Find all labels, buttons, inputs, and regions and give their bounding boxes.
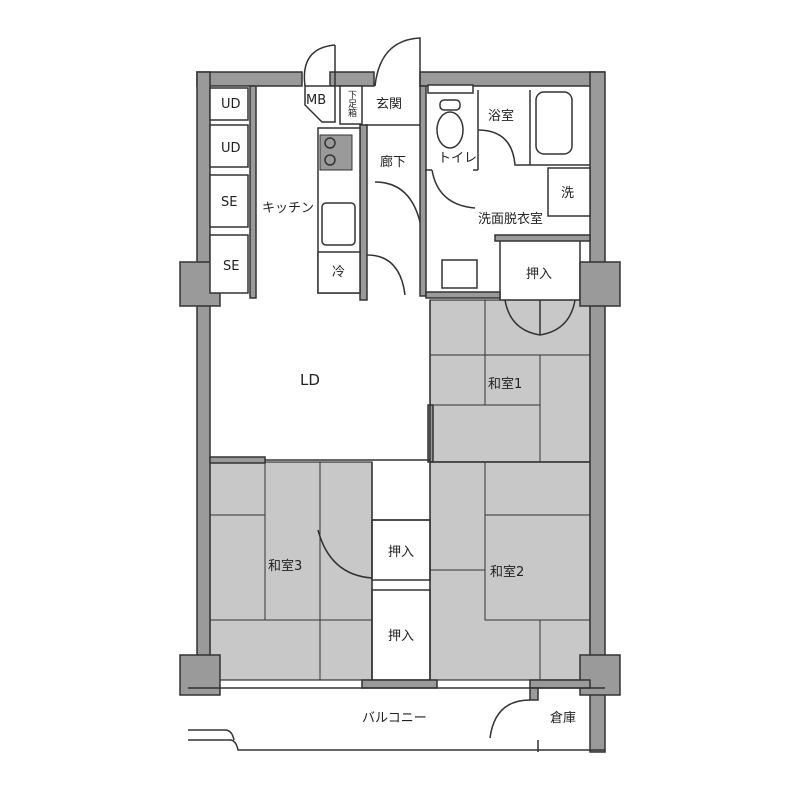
toilet-door (431, 169, 476, 209)
ud-2-box (209, 124, 249, 168)
storage-door (489, 699, 539, 752)
bath-label: 浴室 (488, 108, 514, 124)
hallway-label: 廊下 (380, 154, 406, 170)
washer-label: 洗 (561, 186, 574, 201)
ud-1-label: UD (221, 97, 241, 112)
bathtub (535, 91, 573, 155)
burner-icon (324, 137, 336, 149)
burner-icon (324, 154, 336, 166)
closet-1-label: 押入 (526, 267, 552, 282)
washitsu-3-door (317, 529, 373, 579)
washitsu-3-floor (209, 461, 373, 681)
closet-3-label: 押入 (388, 629, 414, 644)
fridge-box (317, 251, 361, 294)
toilet-tank (439, 99, 461, 111)
bath-door (477, 90, 590, 166)
kitchen-label: キッチン (262, 201, 314, 216)
washroom-label: 洗面脱衣室 (478, 211, 543, 227)
storage-label: 倉庫 (550, 711, 576, 726)
ud-2-label: UD (221, 141, 241, 156)
closet-2-label: 押入 (388, 545, 414, 560)
mb-label: MB (306, 93, 326, 108)
washroom-door (374, 181, 421, 223)
fridge-label: 冷 (332, 265, 345, 280)
ud-1-box (209, 87, 249, 121)
ld-door (366, 254, 406, 296)
toilet-label: トイレ (438, 151, 477, 166)
shoe-box-label: 下足箱 (346, 90, 357, 118)
washitsu-1-floor (429, 299, 591, 463)
washer-box (547, 167, 591, 217)
ld-label: LD (300, 371, 320, 389)
stove (319, 134, 353, 171)
se-2-box (209, 234, 249, 294)
balcony-outline (188, 687, 605, 751)
closet-1-doors (504, 299, 576, 336)
se-2-label: SE (223, 259, 239, 274)
balcony-label: バルコニー (362, 711, 427, 726)
mb-door (303, 44, 336, 87)
shoe-box-box (339, 85, 363, 125)
se-1-label: SE (221, 195, 237, 210)
se-1-box (209, 174, 249, 228)
toilet-icon (436, 111, 464, 149)
wash-basin (441, 259, 478, 289)
washitsu-3-label: 和室3 (268, 558, 302, 574)
tatami-lines (210, 300, 590, 680)
kitchen-sink (321, 202, 356, 246)
mb-box (304, 85, 336, 123)
entrance-label: 玄関 (376, 97, 402, 112)
partitions (265, 300, 590, 680)
washitsu-2-label: 和室2 (490, 564, 524, 580)
toilet-shelf (427, 84, 474, 94)
entrance-door (374, 37, 421, 87)
washitsu-1-label: 和室1 (488, 376, 522, 392)
